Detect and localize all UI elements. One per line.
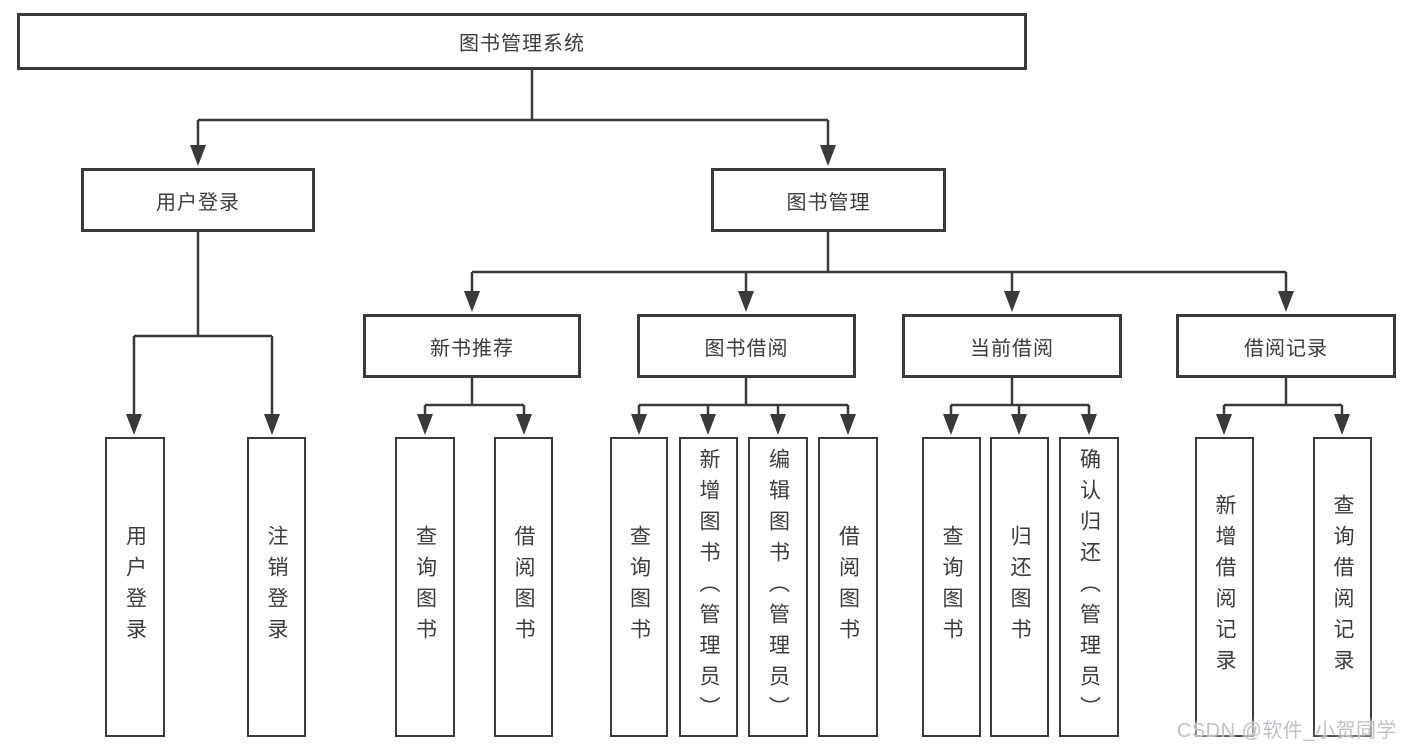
node-new-book-recommend-label: 新书推荐: [430, 337, 514, 360]
leaf-borrowing-borrow-books: 借阅图书: [818, 437, 878, 737]
leaf-current-query-books: 查询图书: [922, 437, 981, 737]
leaf-recommend-query-books: 查询图书: [395, 437, 455, 737]
leaf-records-add-record: 新增借阅记录: [1195, 437, 1254, 737]
leaf-user-login-label: 用户登录: [123, 525, 147, 649]
leaf-borrowing-query-books-label: 查询图书: [627, 525, 651, 649]
node-user-login: 用户登录: [81, 168, 315, 232]
leaf-borrowing-edit-books-admin: 编辑图书（管理员）: [748, 437, 808, 737]
node-current-borrowing: 当前借阅: [902, 314, 1122, 378]
leaf-borrowing-edit-books-admin-label: 编辑图书（管理员）: [766, 447, 790, 727]
leaf-borrowing-add-books-admin-label: 新增图书（管理员）: [697, 447, 720, 727]
leaf-current-return-books-label: 归还图书: [1008, 525, 1031, 649]
leaf-current-confirm-return-admin-label: 确认归还（管理员）: [1077, 447, 1101, 727]
leaf-borrowing-add-books-admin: 新增图书（管理员）: [679, 437, 738, 737]
leaf-recommend-query-books-label: 查询图书: [413, 525, 437, 649]
leaf-current-query-books-label: 查询图书: [940, 525, 963, 649]
leaf-logout-label: 注销登录: [265, 525, 288, 649]
leaf-logout: 注销登录: [247, 437, 306, 737]
leaf-records-add-record-label: 新增借阅记录: [1213, 494, 1236, 680]
node-book-management: 图书管理: [711, 168, 946, 232]
watermark: CSDN @软件_小贺同学: [1176, 720, 1397, 742]
leaf-recommend-borrow-books-label: 借阅图书: [512, 525, 535, 649]
leaf-records-query-record: 查询借阅记录: [1313, 437, 1372, 737]
leaf-borrowing-query-books: 查询图书: [610, 437, 668, 737]
node-book-borrowing-label: 图书借阅: [704, 337, 789, 360]
node-borrowing-records: 借阅记录: [1176, 314, 1396, 378]
node-book-management-label: 图书管理: [786, 191, 871, 214]
node-user-login-label: 用户登录: [156, 191, 240, 214]
node-current-borrowing-label: 当前借阅: [970, 337, 1054, 360]
leaf-recommend-borrow-books: 借阅图书: [494, 437, 553, 737]
node-borrowing-records-label: 借阅记录: [1244, 337, 1328, 360]
node-root: 图书管理系统: [17, 13, 1027, 70]
node-new-book-recommend: 新书推荐: [363, 314, 581, 378]
node-root-label: 图书管理系统: [459, 33, 585, 55]
leaf-user-login: 用户登录: [105, 437, 165, 737]
leaf-records-query-record-label: 查询借阅记录: [1331, 494, 1354, 680]
leaf-borrowing-borrow-books-label: 借阅图书: [836, 525, 860, 649]
leaf-current-return-books: 归还图书: [990, 437, 1049, 737]
node-book-borrowing: 图书借阅: [637, 314, 856, 378]
leaf-current-confirm-return-admin: 确认归还（管理员）: [1059, 437, 1119, 737]
